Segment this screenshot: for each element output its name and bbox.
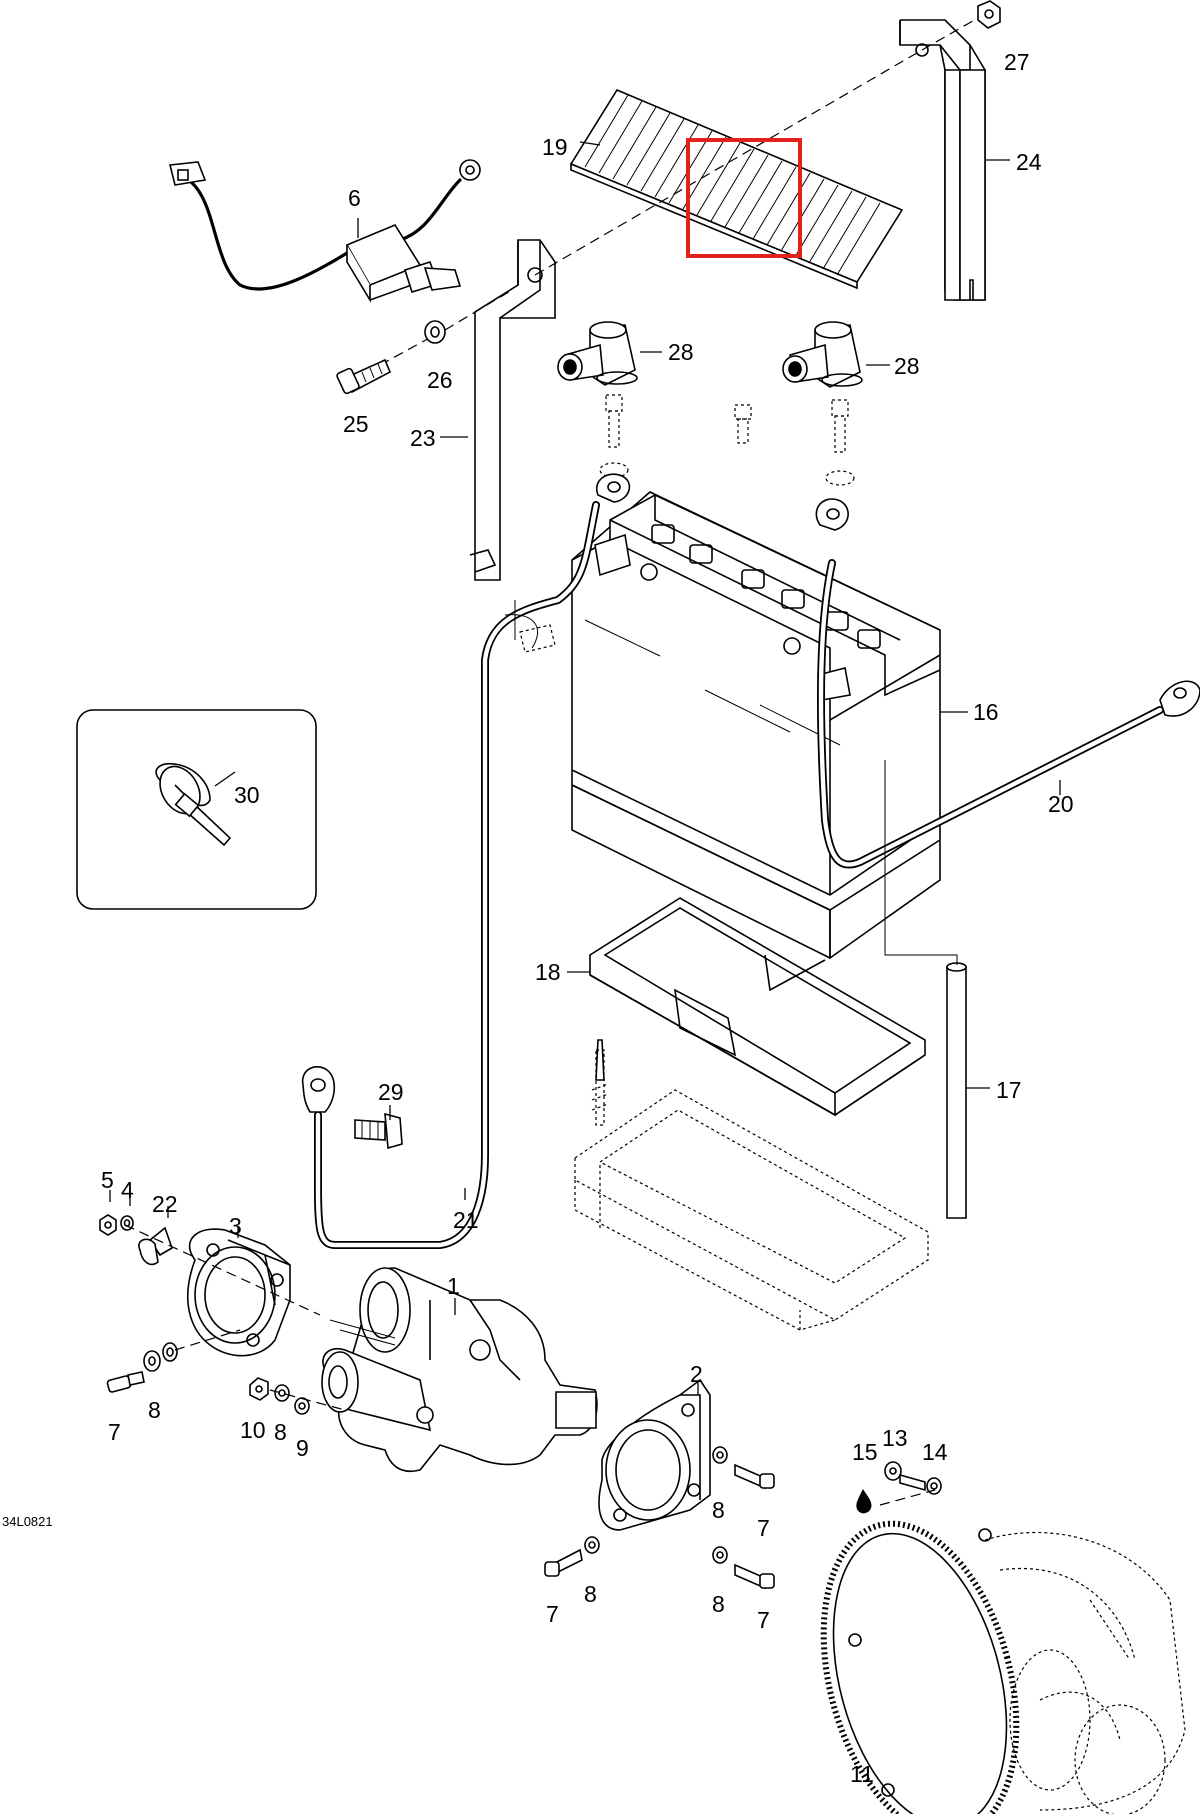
starter-motor[interactable] [321, 1267, 598, 1472]
callout-8a: 8 [148, 1397, 161, 1423]
callout-13: 13 [882, 1425, 908, 1451]
callout-7c: 7 [546, 1601, 559, 1627]
callout-18: 18 [535, 959, 561, 985]
callout-28a: 28 [668, 339, 694, 365]
drawing-code: 34L0821 [2, 1514, 53, 1529]
battery-positive-cable[interactable] [815, 498, 1200, 869]
terminal-bolts[interactable] [599, 394, 855, 486]
callout-7a: 7 [108, 1419, 121, 1445]
bracket-left[interactable] [469, 239, 556, 581]
callout-7b: 7 [757, 1515, 770, 1541]
callout-8e: 8 [712, 1591, 725, 1617]
starter-bracket-rear[interactable] [187, 1228, 291, 1357]
flywheel-fasteners[interactable] [856, 1461, 942, 1514]
callout-8d: 8 [584, 1581, 597, 1607]
callout-27: 27 [1004, 49, 1030, 75]
leader-lines [109, 141, 1061, 1395]
terminal-cap-right[interactable] [782, 321, 863, 388]
fuse-holder-harness[interactable] [169, 159, 481, 303]
callout-30: 30 [234, 782, 260, 808]
callout-19: 19 [542, 134, 568, 160]
washer-26[interactable] [424, 320, 446, 344]
bolt-29[interactable] [354, 1112, 403, 1150]
callout-11: 11 [850, 1761, 874, 1787]
callout-25: 25 [343, 411, 369, 437]
vent-tube[interactable] [884, 760, 967, 1219]
callout-8c: 8 [712, 1497, 725, 1523]
bracket-right[interactable] [899, 19, 986, 301]
screw-25[interactable] [336, 358, 392, 395]
callout-3: 3 [229, 1213, 242, 1239]
highlight-box [686, 138, 802, 258]
callout-7d: 7 [757, 1607, 770, 1633]
callout-15: 15 [852, 1439, 878, 1465]
callout-6: 6 [348, 185, 361, 211]
callout-8b: 8 [274, 1419, 287, 1445]
callout-9: 9 [296, 1435, 309, 1461]
ground-cable-21[interactable] [301, 473, 631, 1249]
callout-17: 17 [996, 1077, 1022, 1103]
callout-2: 2 [690, 1361, 703, 1387]
tray-mount-dotted [574, 1039, 929, 1331]
callout-24: 24 [1016, 149, 1042, 175]
callout-5: 5 [101, 1167, 114, 1193]
callout-21: 21 [453, 1207, 479, 1233]
callout-1: 1 [447, 1273, 460, 1299]
callout-26: 26 [427, 367, 453, 393]
callouts: 27 19 24 6 28 28 26 25 23 16 30 20 18 29… [2, 49, 1074, 1787]
ring-gear-flywheel[interactable] [792, 1502, 1186, 1814]
callout-23: 23 [410, 425, 436, 451]
callout-22: 22 [152, 1191, 178, 1217]
callout-10: 10 [240, 1417, 266, 1443]
callout-20: 20 [1048, 791, 1074, 817]
starter-bracket-front[interactable] [598, 1378, 711, 1531]
terminal-cap-left[interactable] [557, 321, 638, 386]
callout-28b: 28 [894, 353, 920, 379]
detail-box-cable-tie [76, 709, 317, 910]
callout-16: 16 [973, 699, 999, 725]
hold-down-strap[interactable] [569, 88, 904, 290]
battery-tray[interactable] [589, 897, 926, 1117]
nut-27[interactable] [977, 0, 1001, 29]
callout-29: 29 [378, 1079, 404, 1105]
starter-fasteners[interactable] [99, 1214, 775, 1590]
callout-4: 4 [121, 1177, 134, 1203]
callout-14: 14 [922, 1439, 948, 1465]
